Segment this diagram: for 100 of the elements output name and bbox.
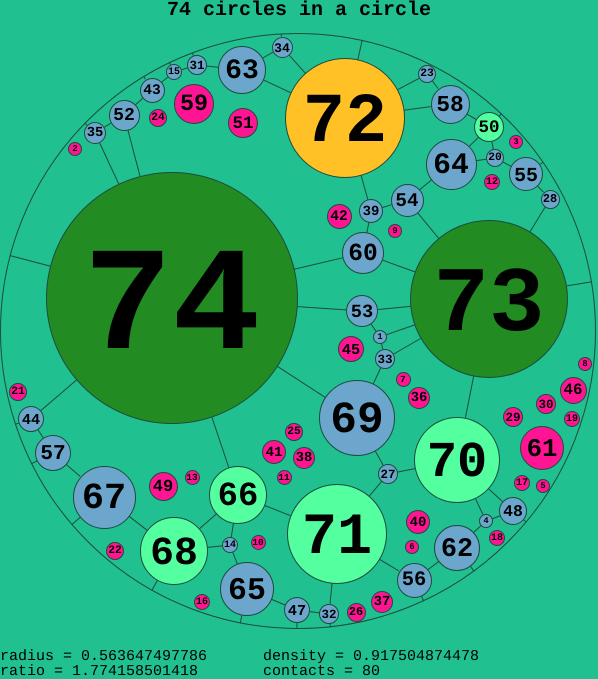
circle-number: 70	[426, 438, 488, 490]
packed-circle	[564, 411, 580, 427]
circle-number: 67	[82, 481, 126, 518]
circle-number: 68	[150, 534, 198, 574]
circle-number: 34	[274, 42, 290, 55]
contact-line	[432, 80, 439, 89]
circle-number: 59	[180, 94, 208, 118]
contact-line	[38, 429, 44, 438]
packed-circle	[536, 479, 550, 493]
contact-line	[381, 343, 384, 350]
contact-line	[491, 141, 494, 150]
circle-number: 73	[434, 260, 544, 353]
circle-number: 46	[564, 383, 582, 400]
packed-circle	[209, 466, 267, 524]
circle-number: 6	[409, 543, 415, 552]
packed-circle	[434, 525, 480, 571]
contact-line	[232, 552, 238, 564]
contact-line	[393, 338, 422, 354]
circle-number: 56	[402, 571, 426, 592]
packed-circle	[405, 540, 419, 554]
contact-line	[143, 76, 146, 80]
circle-number: 39	[362, 205, 380, 220]
circle-number: 12	[486, 178, 498, 188]
statistic-text: radius = 0.563647497786	[0, 649, 208, 664]
packed-circle	[509, 157, 543, 191]
circle-number: 69	[330, 399, 384, 444]
packed-circle	[250, 534, 266, 550]
packed-circle	[338, 336, 364, 362]
packed-circle	[536, 394, 556, 414]
contact-line	[382, 204, 392, 208]
packed-circle	[46, 172, 298, 424]
contact-line	[181, 67, 188, 70]
packed-circle	[560, 376, 586, 404]
circle-number: 30	[538, 398, 554, 412]
packed-circle	[371, 591, 393, 613]
packed-circle	[276, 470, 292, 484]
contact-line	[473, 525, 482, 533]
contact-line	[40, 380, 77, 411]
contact-line	[492, 515, 500, 520]
contact-line	[537, 186, 544, 193]
circle-number: 28	[542, 194, 558, 206]
statistic-text: density = 0.917504874478	[263, 649, 480, 664]
packed-circle	[228, 108, 258, 138]
circle-number: 3	[513, 138, 519, 148]
circle-number: 54	[395, 192, 419, 212]
contact-line	[419, 180, 432, 190]
contact-line	[230, 523, 234, 538]
packed-circle	[220, 562, 274, 616]
contact-line	[199, 514, 217, 530]
contact-line	[330, 583, 332, 604]
packed-circle	[18, 406, 44, 432]
circle-number: 41	[266, 446, 282, 460]
contact-line	[360, 175, 368, 200]
packed-circle	[414, 417, 500, 503]
packed-circle	[388, 224, 402, 238]
circle-number: 44	[22, 412, 40, 428]
circle-number: 71	[302, 509, 372, 568]
contact-line	[104, 122, 112, 128]
circle-number: 13	[186, 473, 198, 482]
contact-line	[30, 460, 38, 464]
circle-number: 53	[350, 303, 374, 322]
statistic-text: contacts = 80	[263, 664, 380, 679]
contact-line	[370, 324, 376, 332]
packed-circle	[509, 135, 523, 149]
contact-line	[127, 130, 140, 177]
packed-circle	[484, 174, 500, 190]
circle-number: 64	[433, 151, 469, 182]
circle-number: 38	[296, 452, 312, 466]
circle-number: 21	[11, 387, 25, 399]
contact-line	[466, 113, 477, 120]
packed-circle	[108, 100, 140, 130]
circle-number: 9	[392, 227, 398, 236]
packed-circle	[262, 440, 286, 464]
contact-line	[264, 505, 291, 516]
contact-line	[397, 468, 416, 472]
circle-number: 1	[377, 333, 383, 342]
packed-circle	[359, 199, 383, 223]
packed-circle	[140, 517, 208, 585]
contact-line	[464, 376, 474, 418]
circle-number: 32	[321, 608, 336, 622]
packed-circle	[578, 357, 592, 371]
title: 74 circles in a circle	[166, 0, 432, 22]
packed-circle	[287, 484, 387, 584]
contact-line	[379, 559, 400, 572]
contact-line	[294, 257, 344, 270]
circle-number: 42	[330, 210, 348, 224]
circle-number: 74	[84, 236, 260, 384]
packed-circle	[499, 497, 527, 525]
packed-circle	[174, 84, 214, 124]
circle-number: 29	[505, 412, 520, 424]
contact-line	[386, 324, 415, 336]
contact-line	[9, 255, 51, 267]
circle-number: 25	[287, 427, 301, 439]
circle-number: 52	[113, 107, 135, 126]
contact-line	[374, 450, 384, 466]
circle-number: 11	[278, 473, 290, 482]
packed-circle	[284, 597, 310, 623]
packed-circle	[426, 138, 476, 190]
packed-circle	[489, 530, 505, 546]
circle-number: 33	[377, 354, 392, 366]
